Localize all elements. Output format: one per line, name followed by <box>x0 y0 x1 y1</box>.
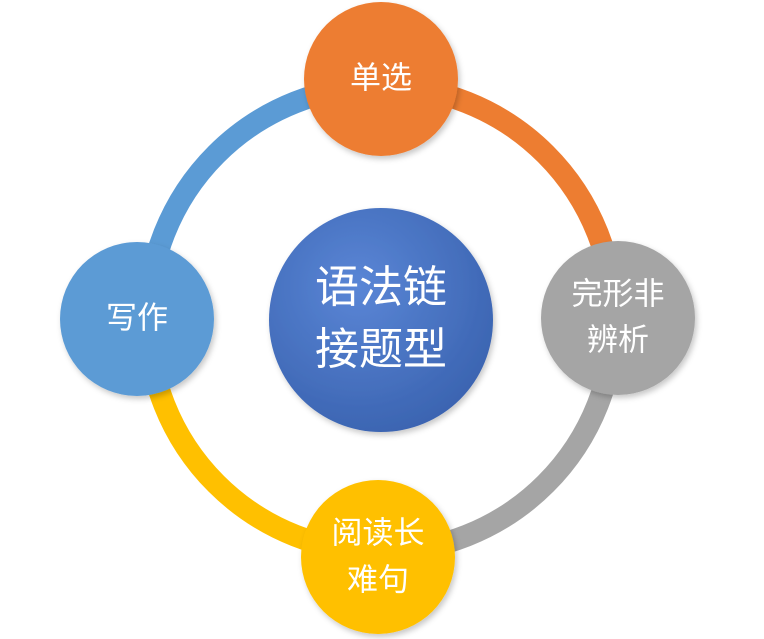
center-circle <box>269 208 493 432</box>
node-left: 写作 <box>60 242 214 396</box>
node-left-circle <box>60 242 214 396</box>
node-right: 完形非 辨析 <box>541 241 695 395</box>
node-right-circle <box>541 241 695 395</box>
node-bottom-circle <box>301 480 455 634</box>
center-label-line1: 语法链 <box>315 262 447 313</box>
node-top-circle <box>304 2 458 156</box>
node-bottom-label-line1: 阅读长 <box>332 516 425 552</box>
node-right-label-line1: 完形非 <box>572 277 665 313</box>
node-right-label-line2: 辨析 <box>587 323 649 359</box>
node-top: 单选 <box>304 2 458 156</box>
center-label-line2: 接题型 <box>315 324 447 375</box>
node-left-label: 写作 <box>106 301 168 337</box>
node-bottom-label-line2: 难句 <box>347 563 409 599</box>
node-bottom: 阅读长 难句 <box>301 480 455 634</box>
node-top-label: 单选 <box>350 61 412 97</box>
center-node: 语法链 接题型 <box>269 208 493 432</box>
